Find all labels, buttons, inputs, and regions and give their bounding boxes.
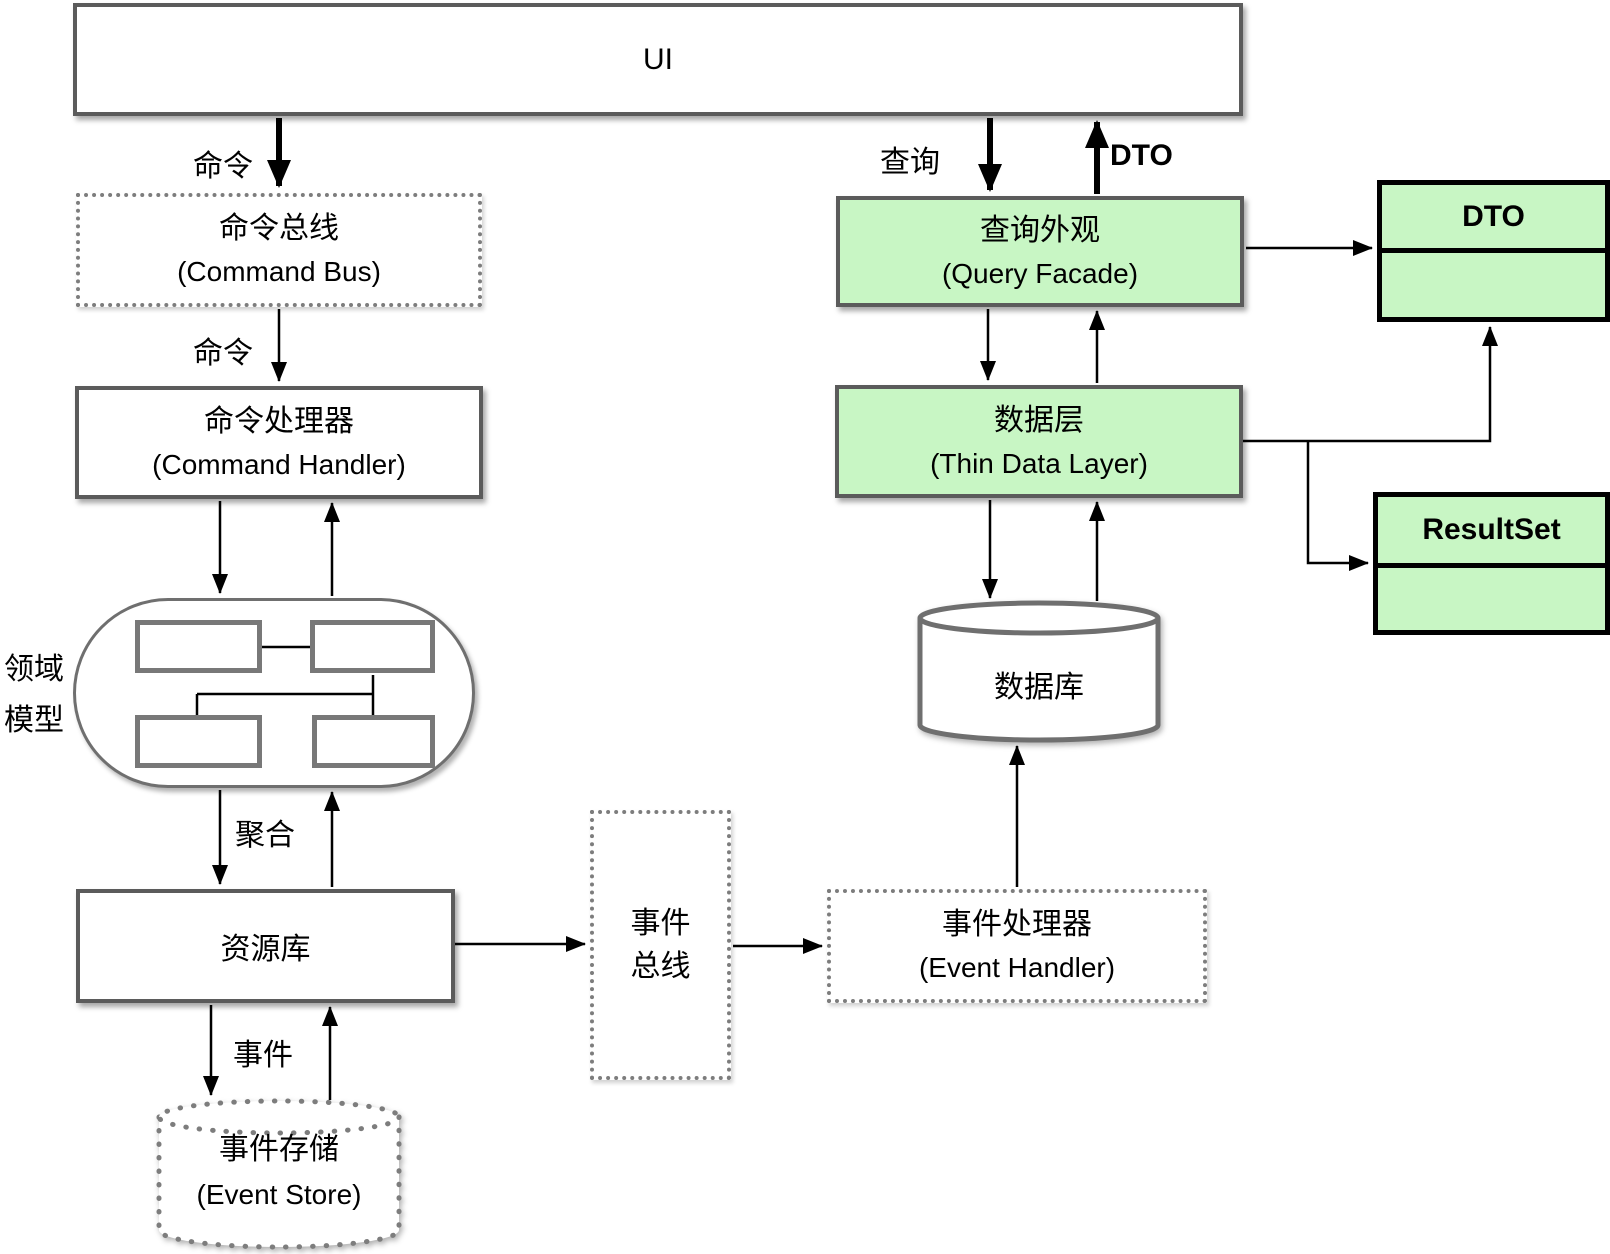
event-handler-label-zh: 事件处理器	[942, 908, 1092, 941]
resultset-class-body	[1378, 568, 1605, 630]
node-command-handler: 命令处理器 (Command Handler)	[75, 386, 483, 499]
dto-class-title: DTO	[1382, 185, 1605, 253]
edge-data-layer-to-resultset	[1306, 441, 1369, 571]
node-query-facade: 查询外观 (Query Facade)	[836, 196, 1244, 307]
domain-model-label: 领域 模型	[2, 644, 66, 746]
edge-data-layer-to-dto	[1243, 326, 1498, 443]
edge-label-command-1: 命令	[193, 150, 253, 183]
repository-label: 资源库	[220, 933, 311, 966]
event-handler-label-en: (Event Handler)	[918, 952, 1116, 983]
event-store-label-en: (Event Store)	[196, 1179, 362, 1210]
node-ui: UI	[73, 3, 1243, 116]
thin-data-layer-label-zh: 数据层	[994, 403, 1084, 437]
domain-model-label-line1: 领域	[4, 653, 64, 686]
event-store-label-zh: 事件存储	[219, 1133, 339, 1166]
event-store-label: 事件存储 (Event Store)	[169, 1127, 389, 1217]
edge-label-query: 查询	[880, 146, 940, 179]
node-command-bus: 命令总线 (Command Bus)	[76, 193, 482, 307]
event-bus-label-line2: 总线	[630, 950, 691, 983]
edge-label-event: 事件	[233, 1039, 293, 1072]
command-bus-label-en: (Command Bus)	[177, 256, 381, 287]
domain-model-label-line2: 模型	[4, 704, 64, 737]
domain-entity-box-3	[135, 715, 262, 768]
thin-data-layer-label-en: (Thin Data Layer)	[930, 447, 1148, 479]
node-ui-label: UI	[643, 42, 673, 76]
edge-label-dto: DTO	[1110, 139, 1173, 172]
domain-entity-box-1	[135, 620, 262, 673]
dto-class-body	[1382, 253, 1605, 317]
query-facade-label-zh: 查询外观	[980, 213, 1100, 247]
edge-label-aggregate: 聚合	[235, 819, 295, 852]
command-bus-label-zh: 命令总线	[219, 212, 339, 245]
query-facade-label-en: (Query Facade)	[941, 257, 1139, 289]
node-resultset-class: ResultSet	[1373, 492, 1610, 635]
command-handler-label-zh: 命令处理器	[204, 404, 354, 438]
domain-entity-box-4	[312, 715, 435, 768]
node-repository: 资源库	[76, 889, 455, 1003]
command-handler-label-en: (Command Handler)	[152, 448, 406, 480]
edge-label-command-2: 命令	[193, 337, 253, 370]
event-bus-label-line1: 事件	[630, 907, 691, 940]
resultset-class-title: ResultSet	[1378, 497, 1605, 568]
database-label: 数据库	[994, 671, 1084, 704]
node-dto-class: DTO	[1377, 180, 1610, 322]
node-event-bus: 事件 总线	[590, 810, 731, 1080]
node-thin-data-layer: 数据层 (Thin Data Layer)	[835, 385, 1243, 498]
node-event-handler: 事件处理器 (Event Handler)	[827, 889, 1207, 1003]
domain-entity-box-2	[310, 620, 435, 673]
